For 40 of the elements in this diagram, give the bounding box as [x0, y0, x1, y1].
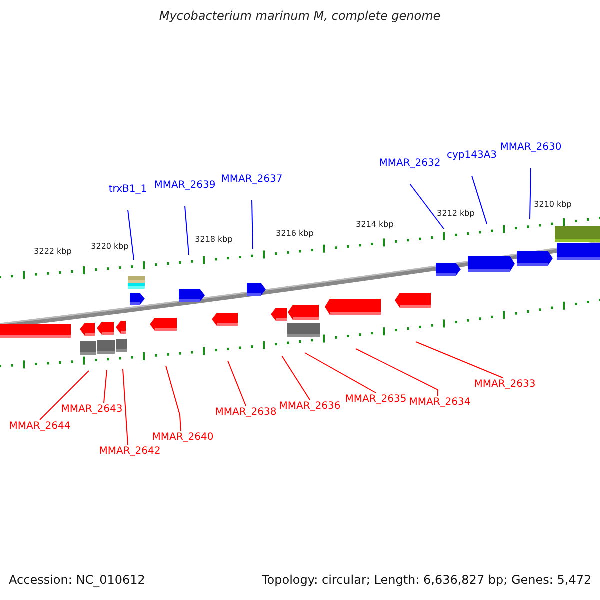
- scale-label: 3218 kbp: [195, 236, 233, 245]
- leader-line: [228, 360, 246, 406]
- gene-label: trxB1_1: [108, 184, 148, 195]
- gene-label: MMAR_2635: [345, 394, 407, 405]
- leader-line: [356, 348, 438, 396]
- leader-line: [252, 200, 254, 250]
- leader-line: [40, 370, 90, 420]
- gene-label: MMAR_2642: [99, 446, 161, 457]
- gene-label: MMAR_2639: [154, 180, 216, 191]
- leader-line: [122, 368, 128, 446]
- scale-label: 3212 kbp: [437, 210, 475, 219]
- scale-label: 3222 kbp: [34, 248, 72, 257]
- gene-label: MMAR_2633: [474, 379, 536, 390]
- gene-label: MMAR_2632: [379, 158, 441, 169]
- leader-line: [184, 206, 190, 256]
- scale-label: 3214 kbp: [356, 221, 394, 230]
- leader-line: [530, 168, 532, 220]
- gene-label: MMAR_2643: [61, 404, 123, 415]
- gene-label: MMAR_2636: [279, 401, 341, 412]
- leader-line: [104, 370, 108, 404]
- gene-label: MMAR_2630: [500, 142, 562, 153]
- footer-text: Topology: circular; Length: 6,636,827 bp; Genes: 5,472: [262, 574, 592, 588]
- scale-label: 3216 kbp: [276, 230, 314, 239]
- diagram-title: Mycobacterium marinum M, complete genome: [159, 10, 441, 24]
- scale-label: 3210 kbp: [534, 201, 572, 210]
- gene-label: MMAR_2644: [9, 421, 71, 432]
- gene-label: MMAR_2637: [221, 174, 283, 185]
- leader-line: [166, 366, 182, 432]
- gene-label: MMAR_2640: [152, 432, 214, 443]
- gene-label: cyp143A3: [446, 150, 498, 161]
- leader-line: [128, 210, 134, 260]
- leader-line: [472, 176, 488, 224]
- scale-label: 3220 kbp: [91, 243, 129, 252]
- gene-label: MMAR_2634: [409, 397, 471, 408]
- leader-line: [416, 342, 504, 378]
- leader-line: [410, 184, 444, 230]
- gene-label: MMAR_2638: [215, 407, 277, 418]
- leader-line: [304, 352, 376, 394]
- leader-line: [282, 356, 310, 400]
- footer-text: Accession: NC_010612: [9, 574, 146, 588]
